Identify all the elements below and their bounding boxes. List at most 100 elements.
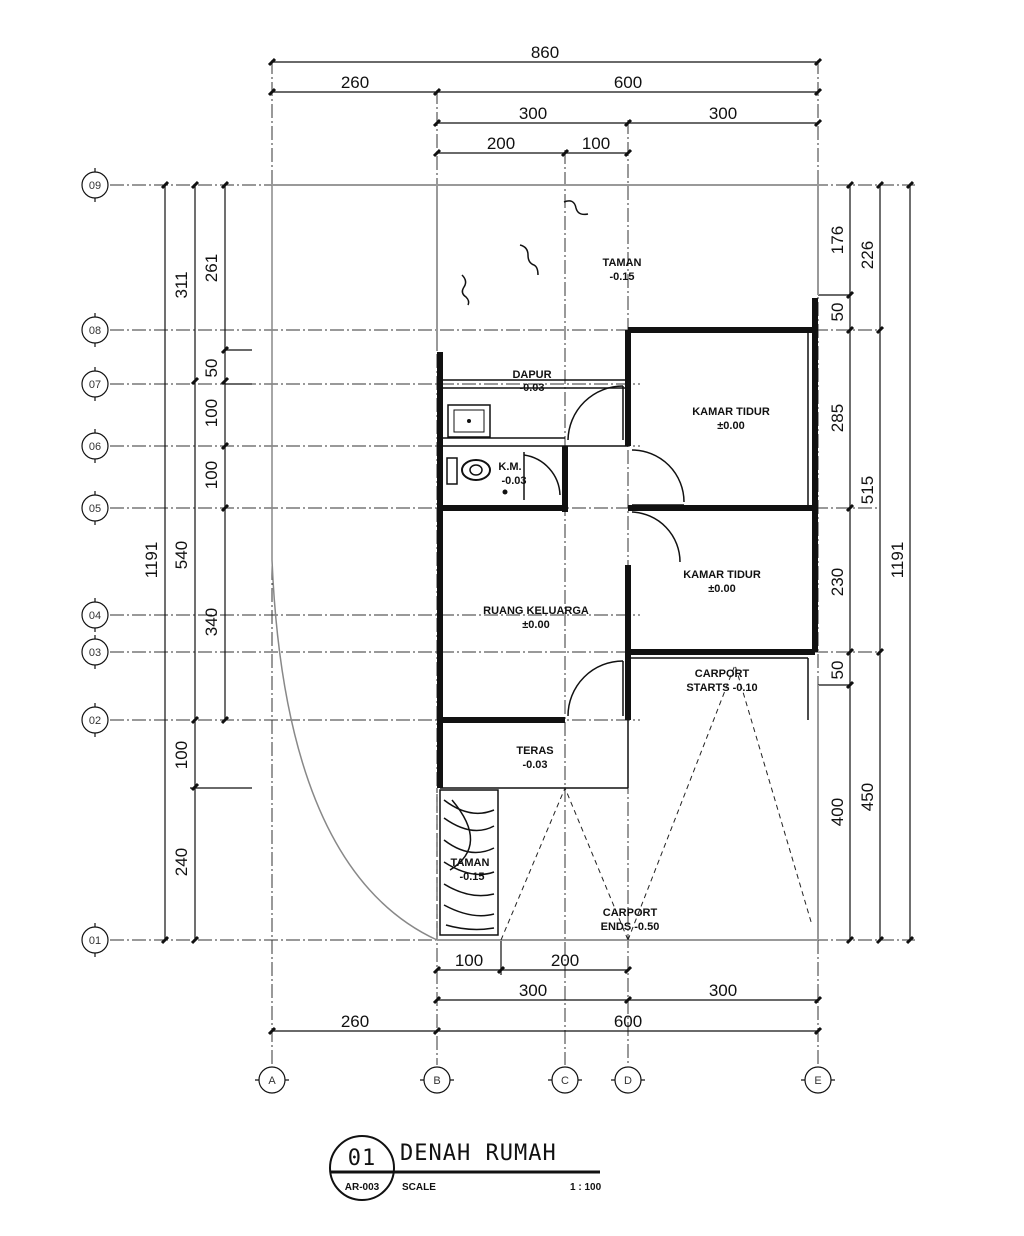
svg-text:C: C — [561, 1075, 569, 1087]
grid-bubble-a: A — [255, 1066, 289, 1094]
title-block: 01 AR-003 DENAH RUMAH SCALE 1 : 100 — [329, 1135, 602, 1201]
dim-right-total: 1191 — [888, 542, 907, 579]
room-carport2-level: ENDS -0.50 — [601, 921, 660, 933]
toilet-fixture — [446, 457, 508, 495]
dim-top-left: 260 — [341, 73, 369, 92]
doors — [523, 385, 685, 717]
dim-right-50b: 50 — [828, 661, 847, 680]
scale-value: 1 : 100 — [570, 1182, 602, 1193]
grid-bubble-c: C — [548, 1066, 582, 1094]
dim-right-50a: 50 — [828, 303, 847, 322]
dim-bottom-b: 200 — [551, 951, 579, 970]
grid-bubble-04: 04 — [81, 598, 109, 632]
dim-top-r2: 300 — [709, 104, 737, 123]
grid-bubble-b: B — [420, 1066, 454, 1094]
svg-text:04: 04 — [89, 610, 101, 622]
left-dimensions: 1191 540 311 261 50 100 100 340 100 240 — [142, 180, 252, 945]
dim-right-176: 176 — [828, 226, 847, 254]
title-sheet: AR-003 — [345, 1182, 380, 1193]
dim-top-s2: 100 — [582, 134, 610, 153]
grid-bubble-d: D — [611, 1066, 645, 1094]
dim-right-450: 450 — [858, 783, 877, 811]
room-km-name: K.M. — [498, 461, 521, 473]
grid-bubble-03: 03 — [81, 635, 109, 669]
grid-bubble-06: 06 — [81, 429, 109, 463]
site-boundary — [271, 184, 819, 941]
svg-text:01: 01 — [89, 935, 101, 947]
dim-right-515: 515 — [858, 476, 877, 504]
grid-bubble-07: 07 — [81, 367, 109, 401]
room-carport1-name: CARPORT — [695, 668, 750, 680]
room-labels: TAMAN -0.15 DAPUR -0.03 K.M. -0.03 KAMAR… — [451, 257, 770, 933]
dim-right-400: 400 — [828, 798, 847, 826]
grid-bubble-08: 08 — [81, 313, 109, 347]
room-teras-level: -0.03 — [522, 759, 547, 771]
room-kamar1-level: ±0.00 — [717, 420, 744, 432]
room-km-level: -0.03 — [501, 475, 526, 487]
grid-lines-horizontal — [110, 184, 915, 941]
room-taman-bottom-level: -0.15 — [459, 871, 484, 883]
dim-top-s1: 200 — [487, 134, 515, 153]
row-bubbles: 09 08 07 06 05 04 03 02 01 — [81, 168, 109, 957]
svg-text:06: 06 — [89, 441, 101, 453]
dim-bottom-c: 300 — [519, 981, 547, 1000]
svg-text:A: A — [268, 1075, 276, 1087]
dim-top-right: 600 — [614, 73, 642, 92]
room-carport1-level: STARTS -0.10 — [686, 682, 757, 694]
grid-bubble-05: 05 — [81, 491, 109, 525]
grid-bubble-02: 02 — [81, 703, 109, 737]
room-ruang-name: RUANG KELUARGA — [483, 605, 589, 617]
dim-left-340: 340 — [202, 608, 221, 636]
dim-left-50: 50 — [202, 359, 221, 378]
room-carport2-name: CARPORT — [603, 907, 658, 919]
kitchen-sink — [447, 404, 491, 438]
dim-left-311: 311 — [172, 271, 191, 298]
room-taman-top-name: TAMAN — [603, 257, 642, 269]
room-kamar1-name: KAMAR TIDUR — [692, 406, 770, 418]
svg-text:E: E — [814, 1075, 821, 1087]
grid-bubble-09: 09 — [81, 168, 109, 202]
right-dimensions: 176 226 50 285 515 1191 230 50 400 450 — [818, 180, 915, 945]
dim-left-540: 540 — [172, 541, 191, 569]
svg-text:08: 08 — [89, 325, 101, 337]
plant-icon — [461, 200, 589, 306]
svg-text:03: 03 — [89, 647, 101, 659]
column-bubbles: A B C D E — [255, 1066, 835, 1094]
room-dapur-level: -0.03 — [519, 382, 544, 394]
dim-bottom-e: 260 — [341, 1012, 369, 1031]
svg-text:B: B — [433, 1075, 440, 1087]
room-dapur-name: DAPUR — [512, 369, 551, 381]
grid-lines-vertical — [271, 60, 819, 1065]
bottom-dimensions: 100 200 300 300 260 600 — [267, 940, 823, 1036]
dim-left-261: 261 — [202, 254, 221, 282]
dim-left-100b: 100 — [202, 461, 221, 489]
title-number: 01 — [348, 1146, 377, 1171]
dim-left-100c: 100 — [172, 741, 191, 769]
dim-top-total: 860 — [531, 43, 559, 62]
room-kamar2-level: ±0.00 — [708, 583, 735, 595]
dim-bottom-f: 600 — [614, 1012, 642, 1031]
dim-left-total: 1191 — [142, 542, 161, 579]
dim-bottom-a: 100 — [455, 951, 483, 970]
dim-right-226: 226 — [858, 241, 877, 269]
top-dimensions: 860 260 600 300 300 200 100 — [267, 43, 823, 158]
walls — [437, 298, 818, 788]
dim-right-285: 285 — [828, 404, 847, 432]
scale-label: SCALE — [402, 1182, 436, 1193]
carport-dashed-lines — [436, 663, 813, 941]
room-kamar2-name: KAMAR TIDUR — [683, 569, 761, 581]
dim-bottom-d: 300 — [709, 981, 737, 1000]
grid-bubble-e: E — [801, 1066, 835, 1094]
dim-left-240: 240 — [172, 848, 191, 876]
svg-text:02: 02 — [89, 715, 101, 727]
interior-thin-lines — [440, 330, 809, 789]
svg-text:D: D — [624, 1075, 632, 1087]
dim-right-230: 230 — [828, 568, 847, 596]
room-taman-bottom-name: TAMAN — [451, 857, 490, 869]
grid-bubble-01: 01 — [81, 923, 109, 957]
dim-top-r1: 300 — [519, 104, 547, 123]
dim-left-100a: 100 — [202, 399, 221, 427]
room-teras-name: TERAS — [516, 745, 553, 757]
garden-planter — [439, 789, 499, 936]
